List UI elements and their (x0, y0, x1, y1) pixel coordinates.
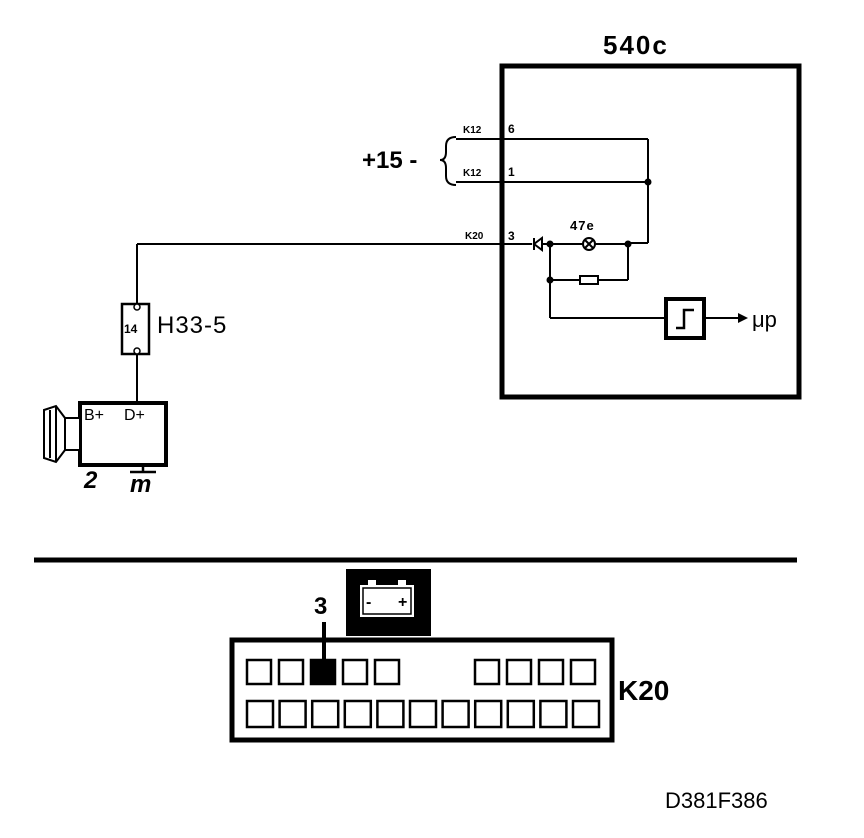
micro-label: μp (752, 307, 777, 332)
pin-k20-3-number: 3 (508, 229, 515, 243)
plug-cavity (341, 658, 369, 686)
plug-cavity (245, 658, 273, 686)
pin-k12-1-connector: K12 (463, 168, 482, 179)
pin-k12-6-connector: K12 (463, 125, 482, 136)
ground-icon (130, 465, 156, 474)
figure-code: D381F386 (665, 788, 768, 813)
plug-cavity (539, 699, 568, 729)
plug-k20 (229, 622, 615, 743)
battery-box (346, 569, 431, 636)
plug-cavity (473, 658, 501, 686)
plug-cavity (278, 699, 307, 729)
battery-minus: - (366, 594, 371, 611)
pin-k20-3-connector: K20 (465, 231, 484, 242)
supply-label: +15 - (362, 147, 417, 174)
plug-cavity (310, 699, 340, 729)
alternator-terminal-d: D+ (124, 407, 145, 424)
plug-cavity (373, 658, 401, 686)
plug-cavity (277, 658, 305, 686)
pin-k12-1-number: 1 (508, 165, 515, 179)
plug-cavity (537, 658, 565, 686)
connector-h-pin: 14 (124, 322, 138, 336)
plug-cavity (569, 658, 597, 686)
alternator (43, 401, 168, 474)
plug-cavity (473, 699, 503, 729)
pin-k12-6-number: 6 (508, 122, 515, 136)
plug-cavity (376, 699, 405, 729)
alternator-terminal-b: B+ (84, 407, 104, 424)
supply-wires (456, 138, 652, 244)
plug-cavity (571, 699, 601, 729)
battery-plus: + (398, 594, 407, 611)
alternator-ground-label: m (130, 471, 151, 498)
plug-cavity (506, 699, 536, 729)
plug-cavity (343, 699, 373, 729)
plug-cavity (309, 658, 337, 686)
plug-pin-number: 3 (314, 593, 327, 620)
lamp-label: 47e (570, 218, 595, 233)
internal-circuit (502, 236, 666, 319)
alternator-number: 2 (83, 467, 98, 494)
connector-h33-5 (120, 302, 151, 356)
plug-cavity (245, 699, 275, 729)
schmitt-trigger (664, 297, 748, 340)
plug-cavity (408, 699, 438, 729)
ecu-box (499, 63, 802, 400)
pulley-icon (43, 404, 81, 464)
connector-h-label: H33-5 (157, 312, 227, 339)
ecu-label: 540c (603, 30, 669, 60)
external-wire (136, 243, 502, 403)
supply-brace (439, 136, 457, 186)
plug-cavity (505, 658, 533, 686)
plug-label: K20 (618, 675, 669, 706)
plug-cavity (441, 699, 470, 729)
